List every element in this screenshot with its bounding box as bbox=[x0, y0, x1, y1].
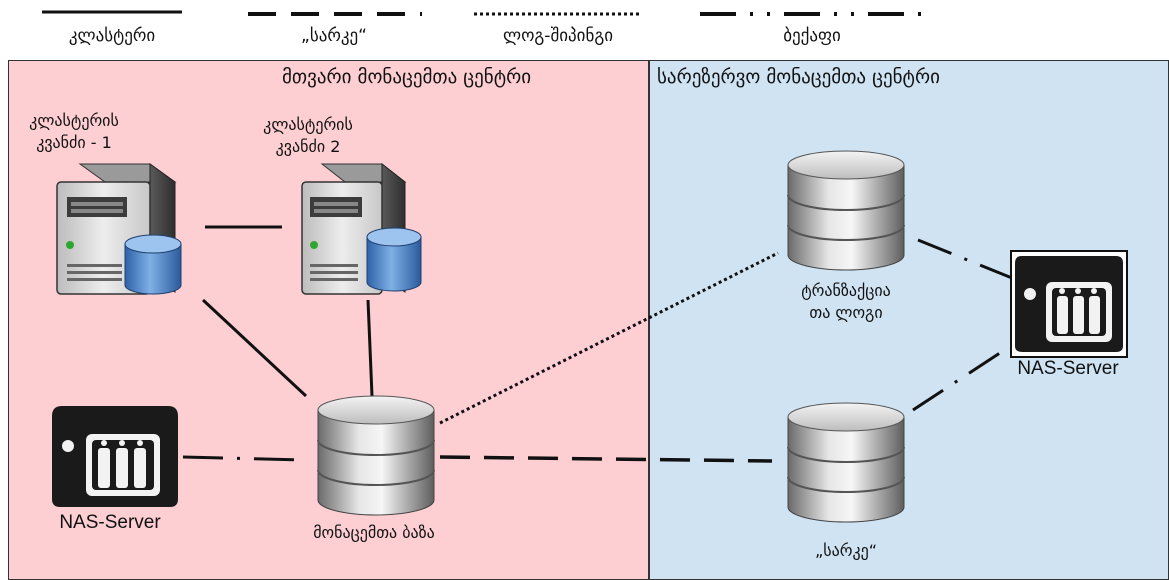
legend-backup: ბექაფი bbox=[0, 0, 940, 50]
blue-database-icon bbox=[124, 234, 182, 295]
blue-database-icon bbox=[366, 227, 422, 292]
cluster-link-node1-db bbox=[201, 298, 308, 398]
database-label: მონაცემთა ბაზა bbox=[313, 523, 435, 542]
legend-cluster: კლასტერი bbox=[0, 0, 200, 50]
legend-mirror-label: „სარკე“ bbox=[301, 26, 367, 46]
cluster-node-1-label-line1: კლასტერის bbox=[29, 111, 119, 130]
log-shipping-link bbox=[439, 251, 779, 425]
backup-link-mirror-nas bbox=[912, 343, 1013, 412]
cluster-node-2-label: კლასტერის კვანძი 2 bbox=[263, 114, 353, 157]
nas-server-primary-icon bbox=[52, 406, 178, 507]
nas-server-primary-label: NAS-Server bbox=[59, 512, 161, 533]
legend-mirror-line bbox=[248, 12, 422, 16]
mirror-database-icon bbox=[787, 402, 905, 523]
mirror-link bbox=[439, 455, 773, 463]
cluster-node-2-icon bbox=[301, 162, 422, 295]
main-database-icon bbox=[317, 395, 435, 516]
reserve-zone-title: სარეზერვო მონაცემთა ცენტრი bbox=[657, 66, 940, 88]
nas-server-reserve-label: NAS-Server bbox=[1017, 358, 1119, 379]
primary-zone-title: მთვარი მონაცემთა ცენტრი bbox=[282, 66, 532, 88]
cluster-link-node2-db bbox=[366, 299, 374, 397]
cluster-node-1-label-line2: კვანძი - 1 bbox=[36, 132, 112, 152]
legend-cluster-label: კლასტერი bbox=[68, 26, 156, 46]
transaction-log-label-line1: ტრანზაქცია bbox=[801, 281, 891, 300]
backup-link-txlog-nas bbox=[917, 238, 1013, 280]
legend-log-shipping-label: ლოგ-შიპინგი bbox=[502, 26, 614, 46]
legend-log-shipping-line bbox=[474, 12, 642, 16]
legend-mirror: „სარკე“ bbox=[0, 0, 450, 50]
legend-cluster-line bbox=[42, 10, 182, 14]
cluster-node-2-label-line2: კვანძი 2 bbox=[275, 136, 341, 156]
cluster-node-1-label: კლასტერის კვანძი - 1 bbox=[29, 110, 119, 153]
transaction-log-label-line2: თა ლოგი bbox=[809, 302, 883, 322]
mirror-database-label: „სარკე“ bbox=[814, 541, 878, 560]
legend-backup-line bbox=[700, 12, 922, 16]
cluster-node-1-icon bbox=[56, 163, 182, 295]
legend-log-shipping: ლოგ-შიპინგი bbox=[0, 0, 680, 50]
legend-backup-label: ბექაფი bbox=[783, 26, 841, 46]
cluster-node-2-label-line1: კლასტერის bbox=[263, 115, 353, 134]
transaction-log-label: ტრანზაქცია თა ლოგი bbox=[801, 280, 891, 323]
nas-server-reserve-icon bbox=[1010, 250, 1128, 358]
backup-link-db-nas bbox=[182, 455, 307, 462]
transaction-log-database-icon bbox=[787, 150, 905, 271]
